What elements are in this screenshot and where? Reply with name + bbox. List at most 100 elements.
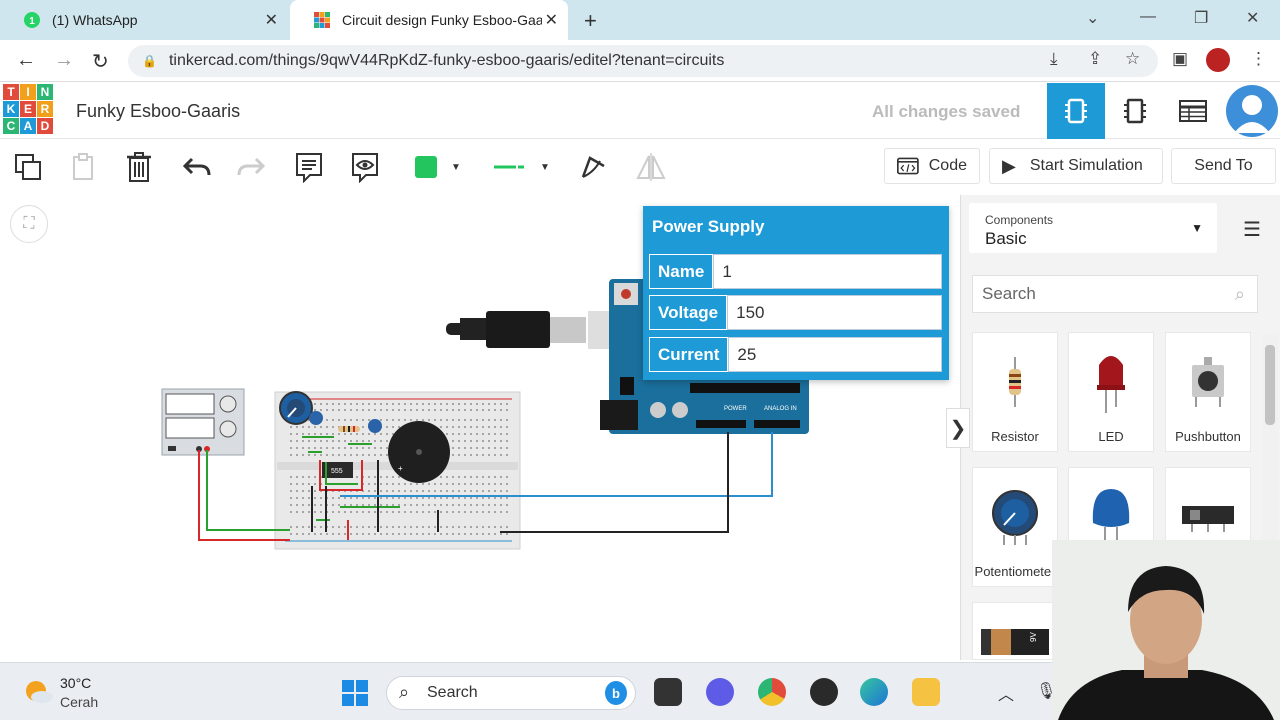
obs-icon[interactable] <box>810 678 838 706</box>
field-label: Name <box>649 254 714 289</box>
arduino-power-label: POWER <box>724 406 747 412</box>
current-input[interactable]: 25 <box>728 337 942 372</box>
list-view-icon[interactable]: ☰ <box>1243 219 1261 241</box>
wire-type-icon <box>494 165 525 169</box>
project-title[interactable]: Funky Esboo-Gaaris <box>76 101 241 121</box>
component-card-led[interactable]: LED <box>1068 332 1154 452</box>
star-icon[interactable]: ☆ <box>1125 49 1141 68</box>
back-icon[interactable]: ← <box>16 49 36 71</box>
component-card-battery[interactable]: 9V <box>972 602 1058 660</box>
voltage-field: Voltage 150 <box>649 295 942 330</box>
flip-button[interactable] <box>634 150 668 184</box>
rotate-button[interactable] <box>576 150 610 184</box>
wire-type-picker[interactable]: ▼ <box>486 150 558 184</box>
resistor[interactable] <box>338 426 360 432</box>
minimize-icon[interactable]: — <box>1140 8 1156 25</box>
notes-visibility-button[interactable] <box>348 150 382 184</box>
component-card-potentiometer[interactable]: Potentiometer <box>972 467 1058 587</box>
window-close-icon[interactable]: ✕ <box>1246 10 1260 27</box>
chrome-icon[interactable] <box>758 678 786 706</box>
side-panel-icon[interactable]: ▣ <box>1172 49 1189 68</box>
delete-button[interactable] <box>122 150 156 184</box>
caret-down-icon: ▼ <box>1191 221 1203 235</box>
microphone-icon[interactable]: 🎙 <box>1036 683 1057 700</box>
webcam-overlay <box>1052 540 1280 720</box>
name-input[interactable]: 1 <box>713 254 942 289</box>
reload-icon[interactable]: ↻ <box>92 51 109 73</box>
new-tab-icon[interactable]: + <box>584 8 597 33</box>
share-icon[interactable]: ⇪ <box>1088 49 1103 68</box>
search-icon: ⌕ <box>1234 284 1245 304</box>
capacitor-icon <box>1092 489 1130 547</box>
task-view-icon[interactable] <box>654 678 682 706</box>
capacitor[interactable] <box>368 419 382 433</box>
breadboard-jumpers[interactable] <box>302 436 439 540</box>
profile-avatar[interactable] <box>1206 48 1230 72</box>
name-field: Name 1 <box>649 254 942 289</box>
address-bar: ← → ↻ 🔒 tinkercad.com/things/9qwV44RpKdZ… <box>0 40 1280 82</box>
send-to-button[interactable]: Send To <box>1171 148 1276 184</box>
rotate-icon <box>581 156 605 178</box>
chevron-down-icon[interactable]: ⌄ <box>1086 10 1100 27</box>
potentiometer[interactable] <box>279 391 313 425</box>
scrollbar-thumb[interactable] <box>1265 345 1275 425</box>
circuit-wires[interactable] <box>198 432 773 541</box>
zoom-to-fit-button[interactable]: ⛶ <box>10 205 48 243</box>
fit-view-icon: ⛶ <box>23 215 35 232</box>
save-status: All changes saved <box>872 102 1021 121</box>
weather-sun-icon <box>26 681 53 703</box>
flip-icon <box>636 153 666 181</box>
component-card-pushbutton[interactable]: Pushbutton <box>1165 332 1251 452</box>
panel-toggle-button[interactable]: ❯ <box>946 408 970 448</box>
wire-color-picker[interactable]: ▼ <box>408 150 468 184</box>
voltage-input[interactable]: 150 <box>727 295 942 330</box>
taskbar-search[interactable]: ⌕ Search b <box>386 676 636 710</box>
tab-whatsapp[interactable]: 1 (1) WhatsApp ✕ <box>0 0 288 40</box>
close-icon[interactable]: ✕ <box>264 12 278 29</box>
start-simulation-button[interactable]: ▶ Start Simulation <box>989 148 1163 184</box>
component-label: Potentiometer <box>974 564 1056 579</box>
windows-start-icon[interactable] <box>341 679 369 707</box>
tab-tinkercad[interactable]: Circuit design Funky Esboo-Gaar ✕ <box>290 0 568 40</box>
paste-button[interactable] <box>66 150 100 184</box>
install-icon[interactable]: ⤓ <box>1050 49 1058 68</box>
chevron-up-icon[interactable]: ︿ <box>998 687 1015 704</box>
tab-title: (1) WhatsApp <box>52 12 138 28</box>
tinkercad-logo[interactable]: T I N K E R C A D <box>3 84 53 135</box>
notes-button[interactable] <box>292 150 326 184</box>
presenter-photo <box>1052 540 1280 720</box>
weather-temperature[interactable]: 30°C <box>60 675 92 691</box>
forward-icon[interactable]: → <box>54 49 74 71</box>
component-search-input[interactable]: Search ⌕ <box>972 275 1258 313</box>
redo-button[interactable] <box>234 150 268 184</box>
current-field: Current 25 <box>649 337 942 372</box>
components-dropdown[interactable]: Components Basic ▼ <box>969 203 1217 253</box>
weather-description: Cerah <box>60 694 99 710</box>
table-icon <box>1179 100 1207 122</box>
power-supply[interactable] <box>161 388 245 456</box>
teams-chat-icon[interactable] <box>706 678 734 706</box>
capacitor[interactable] <box>309 411 323 425</box>
file-explorer-icon[interactable] <box>912 678 940 706</box>
edge-icon[interactable] <box>860 678 888 706</box>
power-supply-inspector: Power Supply Name 1 Voltage 150 Current … <box>643 206 949 380</box>
logo-letter: C <box>3 118 19 134</box>
url-field[interactable]: 🔒 tinkercad.com/things/9qwV44RpKdZ-funky… <box>128 45 1158 77</box>
code-icon <box>897 157 919 175</box>
menu-dots-icon[interactable]: ⋮ <box>1250 49 1267 68</box>
restore-icon[interactable]: ❐ <box>1194 10 1209 27</box>
circuit-view-button[interactable] <box>1047 83 1105 139</box>
color-swatch <box>415 156 438 178</box>
component-card-resistor[interactable]: Resistor <box>972 332 1058 452</box>
component-label: LED <box>1098 429 1124 444</box>
copy-button[interactable] <box>11 150 45 184</box>
ic-555[interactable]: 555 <box>322 462 353 478</box>
undo-button[interactable] <box>180 150 214 184</box>
buzzer[interactable]: + <box>388 421 450 483</box>
schematic-view-button[interactable] <box>1106 83 1164 139</box>
code-button[interactable]: Code <box>884 148 980 184</box>
close-icon[interactable]: ✕ <box>544 12 558 29</box>
user-avatar[interactable] <box>1226 85 1278 137</box>
component-list-view-button[interactable] <box>1164 83 1222 139</box>
logo-letter: N <box>37 84 53 100</box>
